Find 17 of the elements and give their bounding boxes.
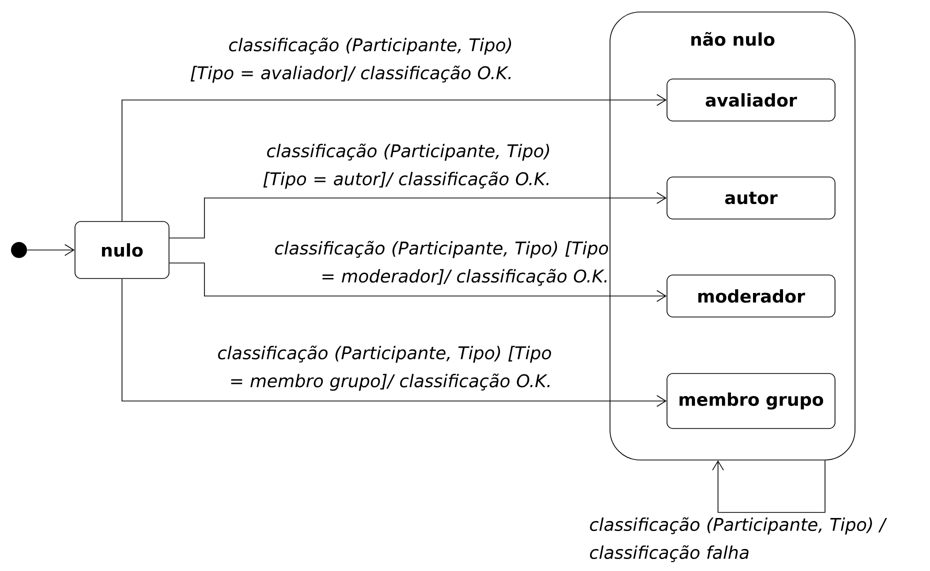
arrow	[169, 262, 667, 302]
arrow	[169, 192, 667, 238]
state-box: nulo	[74, 221, 170, 279]
edge-label: classificação (Participante, Tipo) [Tipo = avaliador]/ classificação O.K.	[190, 38, 512, 83]
edge-label: classificação (Participante, Tipo) [Tipo = autor]/ classificação O.K.	[263, 144, 550, 189]
state-box: avaliador	[666, 78, 836, 122]
edge-label: classificação (Participante, Tipo) [Tipo = moderador]/ classificação O.K.	[275, 240, 608, 286]
arrow	[122, 278, 667, 407]
state-box: membro grupo	[666, 373, 836, 429]
arrow	[712, 460, 826, 513]
initial-state-dot	[11, 242, 27, 258]
edge-label: classificação (Participante, Tipo) / classificação falha	[590, 517, 888, 562]
edge-label: classificação (Participante, Tipo) [Tipo = membro grupo]/ classificação O.K.	[218, 346, 552, 391]
state-box: moderador	[666, 274, 836, 318]
arrow	[122, 94, 667, 222]
arrow	[26, 244, 75, 256]
state-box: autor	[666, 176, 836, 220]
